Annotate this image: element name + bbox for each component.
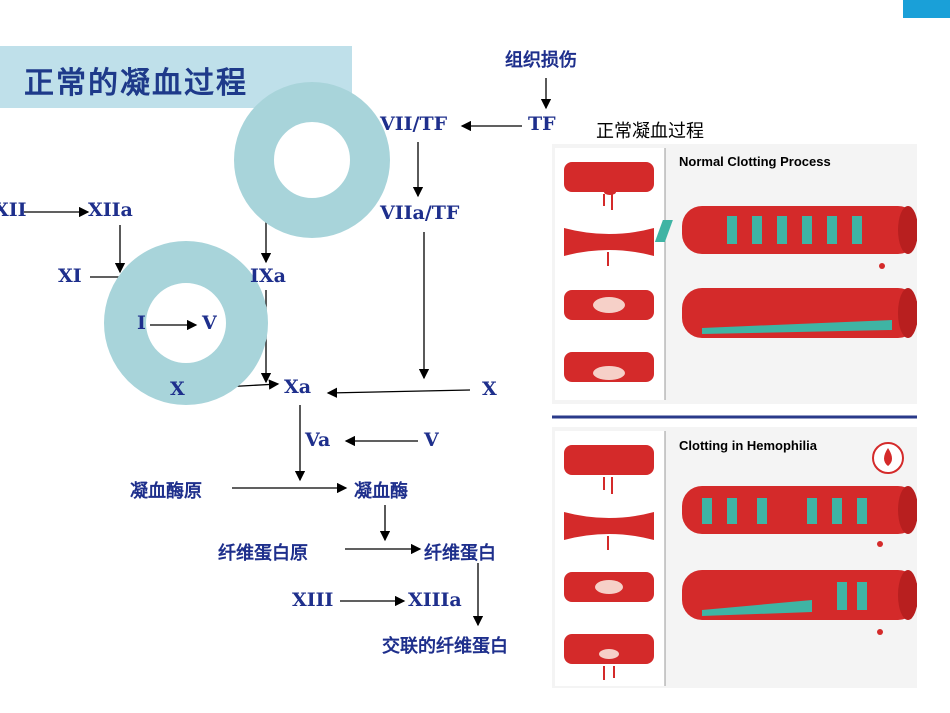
overlay-ring-upper [234,82,390,238]
figure-caption: 正常凝血过程 [596,121,704,142]
vessel-stage-4 [564,352,654,382]
ixa-node: IXa [250,265,286,287]
xiiia-node: XIIIa [408,589,462,611]
prothrombin-node: 凝血酶原 [130,481,202,502]
overlay-ring-lower [104,241,268,405]
xi-node: XI [58,265,82,287]
large-vessel-hemophilia-1 [682,486,917,547]
v-node: V [424,429,439,451]
normal-clotting-label: Normal Clotting Process [679,154,831,169]
vessel-hemophilia-stage-3 [564,572,654,602]
xii-node: XII [0,199,27,221]
tissue-injury-label: 组织损伤 [505,50,577,71]
corner-accent-bar [903,0,950,18]
x-left-node: X [170,378,185,400]
thrombin-node: 凝血酶 [354,481,408,502]
vessel-stage-1 [564,162,654,210]
viii-fragment-node: I [137,312,146,334]
v-inner-node: V [202,312,217,334]
vii-tf-node: VII/TF [380,113,448,135]
vessel-hemophilia-stage-2 [564,512,654,550]
clotting-illustration: Normal Clotting Process [552,144,917,688]
x-right-node: X [482,378,497,400]
viia-tf-node: VIIa/TF [380,202,460,224]
xiii-node: XIII [292,589,334,611]
fibrinogen-node: 纤维蛋白原 [218,543,308,564]
va-node: Va [305,429,331,451]
fibrin-node: 纤维蛋白 [424,543,496,564]
crosslinked-fibrin-node: 交联的纤维蛋白 [382,636,508,657]
large-vessel-normal-2 [682,288,917,338]
blood-drop-icon [872,442,904,474]
xa-node: Xa [284,376,312,398]
hemophilia-label: Clotting in Hemophilia [679,438,818,453]
large-vessel-hemophilia-2 [682,570,917,635]
xiia-node: XIIa [88,199,133,221]
slide-title: 正常的凝血过程 [24,66,248,101]
large-vessel-normal-1 [654,206,917,269]
tf-node: TF [528,113,556,135]
vessel-hemophilia-stage-4 [564,634,654,680]
vessel-stage-3 [564,290,654,320]
vessel-hemophilia-stage-1 [564,445,654,494]
vessel-stage-2 [564,228,654,266]
